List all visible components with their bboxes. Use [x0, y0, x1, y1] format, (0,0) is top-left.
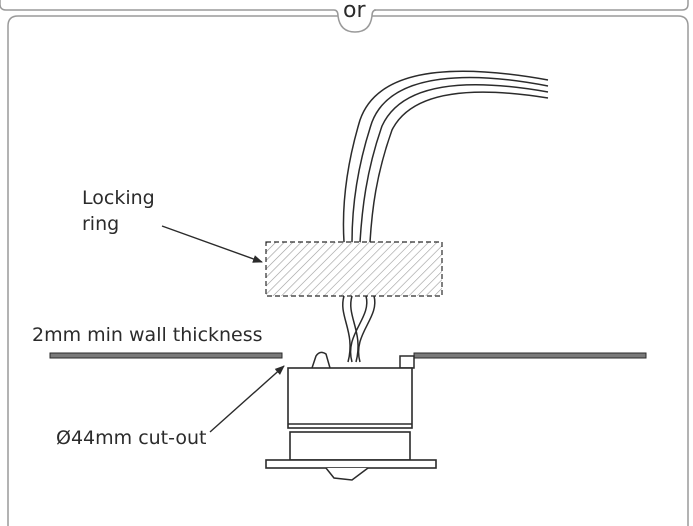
spring-clip-right [399, 355, 415, 369]
locking-ring-label-line2: ring [82, 213, 120, 235]
cut-out-label: Ø44mm cut-out [56, 427, 207, 449]
or-notch [333, 9, 377, 33]
downlight-bezel [265, 459, 437, 469]
wall-right [413, 352, 647, 359]
cut-out-arrow [209, 365, 285, 433]
downlight-neck [289, 431, 411, 461]
cables [342, 70, 549, 363]
wall-left [49, 352, 283, 359]
locking-ring [265, 241, 443, 297]
diagram-panel [7, 15, 689, 526]
wall-thickness-label: 2mm min wall thickness [32, 324, 263, 346]
spring-clip-left [311, 351, 331, 369]
downlight-lens [325, 467, 369, 481]
locking-ring-label-line1: Locking [82, 187, 155, 209]
downlight-body [287, 367, 413, 429]
or-connector: or [343, 0, 366, 23]
upper-panel-edge [0, 0, 689, 11]
locking-ring-arrow [161, 225, 263, 263]
